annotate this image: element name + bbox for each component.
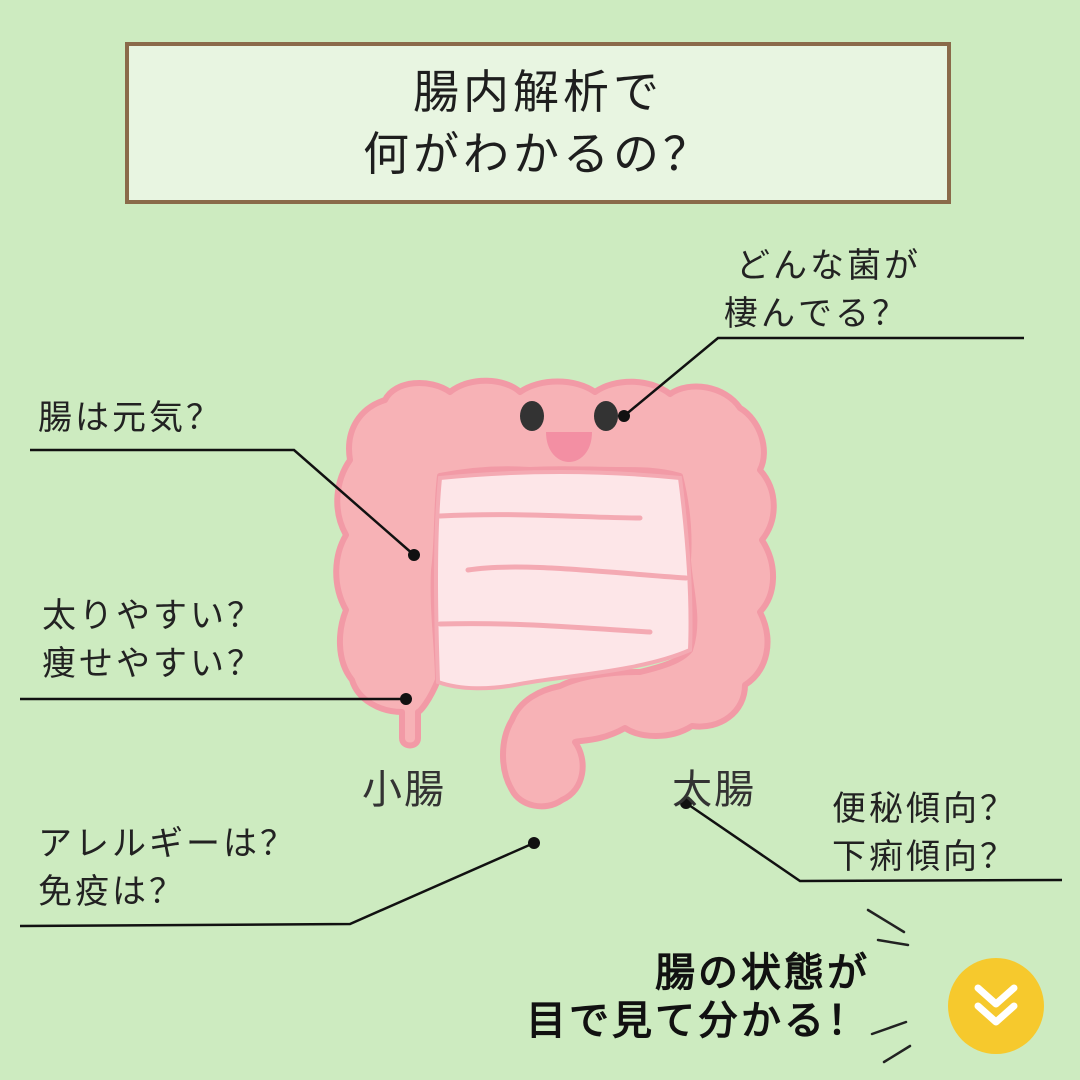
question-bacteria: どんな菌が 棲んでる？ [724, 242, 921, 338]
title-line-1: 腸内解析で [413, 65, 663, 119]
small-intestine-label: 小腸 [362, 767, 446, 813]
double-chevron-down-icon [974, 984, 1018, 1026]
intestine-character-icon [333, 377, 777, 810]
right-eye-icon [594, 401, 618, 431]
question-bowel-line-1: 便秘傾向？ [832, 789, 1017, 829]
callout-dot-allergy [528, 837, 540, 849]
title-line-2: 何がわかるの？ [363, 127, 713, 181]
punchline-line-1: 腸の状態が [655, 950, 870, 996]
callout-dot-bowel [680, 797, 692, 809]
title-box: 腸内解析で 何がわかるの？ [125, 42, 951, 204]
question-weight-line-1: 太りやすい？ [42, 596, 264, 636]
left-eye-icon [520, 401, 544, 431]
question-allergy: アレルギーは？ 免疫は？ [38, 820, 297, 916]
large-intestine-shape [333, 377, 777, 810]
question-allergy-line-1: アレルギーは？ [38, 824, 297, 864]
question-bowel-line-2: 下痢傾向？ [832, 837, 1017, 877]
punchline-line-2: 目で見て分かる！ [526, 998, 870, 1044]
small-intestine-shape [434, 470, 693, 691]
scroll-down-button[interactable] [948, 958, 1044, 1054]
large-intestine-label: 太腸 [672, 767, 756, 813]
callout-dot-gut-health [408, 549, 420, 561]
callout-dot-bacteria [618, 410, 630, 422]
question-bacteria-line-1: どんな菌が [736, 246, 921, 286]
question-gut-health: 腸は元気？ [38, 398, 223, 438]
question-weight-line-2: 痩せやすい？ [42, 644, 264, 684]
question-bowel: 便秘傾向？ 下痢傾向？ [832, 785, 1017, 881]
callout-lines [19, 336, 1063, 928]
emphasis-strokes [866, 908, 912, 1064]
question-weight: 太りやすい？ 痩せやすい？ [42, 592, 264, 688]
question-bacteria-line-2: 棲んでる？ [724, 294, 909, 334]
callout-dot-weight [400, 693, 412, 705]
question-allergy-line-2: 免疫は？ [38, 872, 186, 912]
mouth-icon [546, 432, 592, 462]
